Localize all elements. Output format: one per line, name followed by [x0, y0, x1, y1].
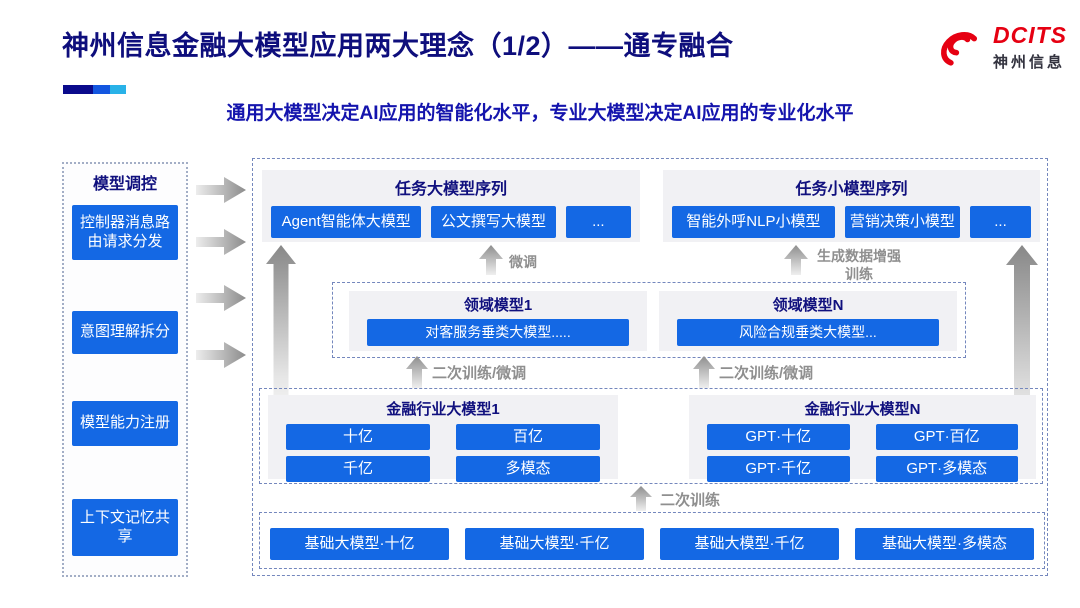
- label-fine-tune: 微调: [509, 254, 537, 270]
- model-box-gpt-1b: GPT·十亿: [707, 424, 850, 450]
- industry-model-1-panel: 金融行业大模型1 十亿 百亿 千亿 多模态: [268, 395, 618, 482]
- base-model-container: 基础大模型·十亿 基础大模型·千亿 基础大模型·千亿 基础大模型·多模态: [259, 512, 1045, 569]
- model-box-marketing-decision: 营销决策小模型: [844, 206, 960, 238]
- domain-model-1-title: 领域模型1: [463, 297, 533, 314]
- task-small-model-panel: 任务小模型序列 智能外呼NLP小模型 营销决策小模型 ...: [663, 170, 1040, 242]
- accent-segment-cyan: [110, 85, 126, 94]
- up-arrow-icon: [479, 245, 503, 280]
- dcits-logo: DCITS 神州信息: [933, 20, 1067, 73]
- sidebar-item-context: 上下文记忆共享: [72, 499, 178, 556]
- accent-segment-navy: [63, 85, 93, 94]
- logo-brand-text: DCITS: [993, 21, 1067, 48]
- page-title: 神州信息金融大模型应用两大理念（1/2）——通专融合: [62, 31, 734, 61]
- label-secondary-training-bottom: 二次训练: [660, 492, 721, 509]
- domain-model-container: 领域模型1 对客服务垂类大模型..... 领域模型N 风险合规垂类大模型...: [332, 282, 966, 358]
- domain-model-1-panel: 领域模型1 对客服务垂类大模型.....: [349, 291, 647, 351]
- right-arrow-icon: [196, 177, 246, 208]
- dcits-swirl-icon: [933, 20, 985, 73]
- model-box-10b: 百亿: [456, 424, 600, 450]
- base-model-100b-b: 基础大模型·千亿: [660, 528, 839, 560]
- tall-up-arrow-icon: [266, 245, 296, 426]
- model-box-ellipsis: ...: [969, 206, 1031, 238]
- up-arrow-icon: [693, 356, 715, 393]
- base-model-100b-a: 基础大模型·千亿: [465, 528, 644, 560]
- model-box-customer-service: 对客服务垂类大模型.....: [367, 319, 629, 346]
- model-box-1b: 十亿: [286, 424, 430, 450]
- up-arrow-icon: [406, 356, 428, 393]
- model-box-gpt-100b: GPT·千亿: [707, 456, 850, 482]
- task-small-panel-title: 任务小模型序列: [795, 181, 908, 198]
- industry-model-1-title: 金融行业大模型1: [386, 401, 500, 418]
- accent-segment-blue: [93, 85, 110, 94]
- model-box-outbound-nlp: 智能外呼NLP小模型: [672, 206, 835, 238]
- sidebar-title: 模型调控: [92, 176, 157, 193]
- right-arrow-icon: [196, 285, 246, 316]
- sidebar-item-registry: 模型能力注册: [72, 401, 178, 446]
- industry-model-container: 金融行业大模型1 十亿 百亿 千亿 多模态 金融行业大模型N GPT·十亿 GP…: [259, 388, 1043, 484]
- up-arrow-icon: [630, 486, 652, 516]
- right-arrow-icon: [196, 229, 246, 260]
- sidebar-item-router: 控制器消息路由请求分发: [72, 205, 178, 260]
- right-arrow-icon: [196, 342, 246, 373]
- slide-subtitle: 通用大模型决定AI应用的智能化水平，专业大模型决定AI应用的专业化水平: [226, 103, 854, 124]
- model-box-100b: 千亿: [286, 456, 430, 482]
- model-box-multimodal: 多模态: [456, 456, 600, 482]
- task-large-model-panel: 任务大模型序列 Agent智能体大模型 公文撰写大模型 ...: [262, 170, 640, 242]
- model-box-gpt-10b: GPT·百亿: [875, 424, 1018, 450]
- up-arrow-icon: [784, 245, 808, 280]
- model-box-document-writing: 公文撰写大模型: [431, 206, 556, 238]
- label-secondary-training-left: 二次训练/微调: [432, 365, 527, 382]
- model-box-agent: Agent智能体大模型: [271, 206, 422, 238]
- sidebar-model-control: 模型调控 控制器消息路由请求分发 意图理解拆分 模型能力注册 上下文记忆共享: [62, 162, 188, 577]
- label-data-augment-training: 生成数据增强训练: [817, 248, 901, 283]
- logo-brand-subtext: 神州信息: [993, 53, 1066, 71]
- base-model-multimodal: 基础大模型·多模态: [855, 528, 1034, 560]
- model-box-gpt-multimodal: GPT·多模态: [875, 456, 1018, 482]
- sidebar-item-intent: 意图理解拆分: [72, 311, 178, 354]
- title-accent-bar: [63, 85, 126, 94]
- industry-model-n-title: 金融行业大模型N: [804, 401, 921, 418]
- domain-model-n-panel: 领域模型N 风险合规垂类大模型...: [659, 291, 957, 351]
- domain-model-n-title: 领域模型N: [772, 297, 844, 314]
- model-box-ellipsis: ...: [565, 206, 632, 238]
- task-large-panel-title: 任务大模型序列: [394, 181, 507, 198]
- label-secondary-training-right: 二次训练/微调: [719, 365, 814, 382]
- model-architecture-container: [252, 158, 1048, 576]
- base-model-1b: 基础大模型·十亿: [270, 528, 449, 560]
- industry-model-n-panel: 金融行业大模型N GPT·十亿 GPT·百亿 GPT·千亿 GPT·多模态: [689, 395, 1036, 482]
- model-box-risk-compliance: 风险合规垂类大模型...: [677, 319, 939, 346]
